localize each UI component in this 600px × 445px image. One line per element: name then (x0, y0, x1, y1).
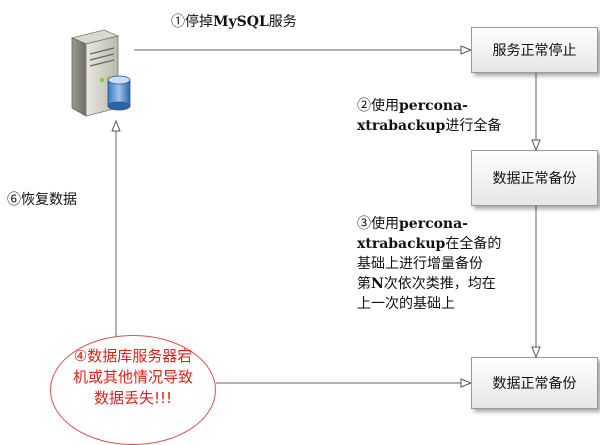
step2-suffix: 进行全备 (445, 118, 502, 134)
step3-prefix: ③使用 (357, 216, 399, 232)
service-stopped-label: 服务正常停止 (492, 43, 577, 59)
step3-line4-suffix: 次依次类推，均在 (383, 276, 496, 292)
step3-line5: 上一次的基础上 (357, 296, 455, 312)
step1-prefix: ①停掉 (171, 14, 213, 30)
incremental-backup-label: 数据正常备份 (492, 376, 577, 392)
step6-note: ⑥恢复数据 (7, 192, 77, 208)
incremental-backup-box: 数据正常备份 (471, 357, 598, 409)
server-database-icon (70, 29, 131, 117)
step3-bold2: xtrabackup (357, 236, 446, 252)
full-backup-label: 数据正常备份 (492, 171, 577, 187)
step2-bold2: xtrabackup (357, 118, 446, 134)
full-backup-box: 数据正常备份 (471, 150, 598, 206)
flow-canvas (70, 29, 600, 400)
step2-note: ②使用percona- xtrabackup进行全备 (357, 96, 501, 136)
step2-bold1: percona- (399, 98, 468, 114)
step2-prefix: ②使用 (357, 98, 399, 114)
step3-line4-prefix: 第 (357, 276, 371, 292)
step1-bold: MySQL (213, 14, 269, 30)
step3-bold1: percona- (399, 216, 468, 232)
step3-line3: 基础上进行增量备份 (357, 256, 483, 272)
step1-note: ①停掉MySQL服务 (171, 12, 297, 32)
step3-line4-bold: N (371, 276, 384, 292)
step3-note: ③使用percona- xtrabackup在全备的 基础上进行增量备份 第N次… (357, 214, 501, 314)
crash-line3: 数据丢失!!! (93, 389, 173, 407)
service-stopped-box: 服务正常停止 (471, 27, 598, 73)
step1-suffix: 服务 (268, 14, 297, 30)
step3-line2-suffix: 在全备的 (445, 236, 502, 252)
crash-line2: 机或其他情况导致 (72, 368, 193, 386)
crash-line1: ④数据库服务器宕 (73, 347, 193, 365)
